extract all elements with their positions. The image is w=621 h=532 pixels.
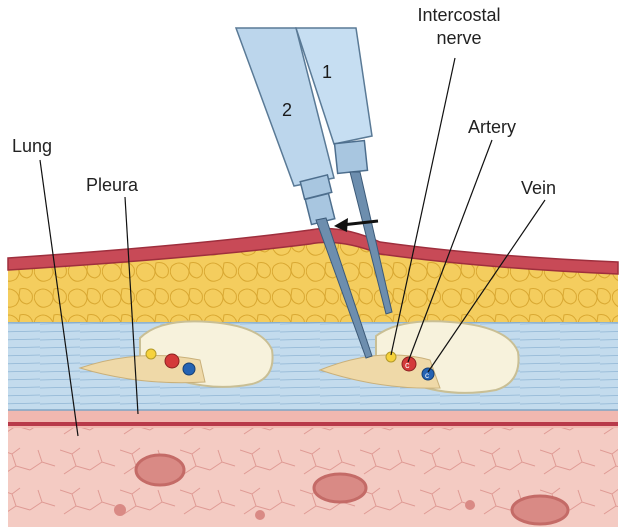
syringe-1-hub (335, 141, 368, 174)
syringe-1-number: 1 (322, 62, 332, 83)
artery-left (165, 354, 179, 368)
nerve-left (146, 349, 156, 359)
label-artery: Artery (468, 117, 516, 137)
label-intercostal-line1: Intercostal (398, 5, 520, 25)
lung-spot (465, 500, 475, 510)
lung-spot (114, 504, 126, 516)
label-intercostal-nerve: Intercostal nerve (398, 5, 520, 48)
label-lung: Lung (12, 136, 52, 156)
vein-right-mark: c (425, 371, 429, 380)
lung-alveolus (136, 455, 184, 485)
subcutaneous-fat (8, 236, 618, 322)
vein-left (183, 363, 195, 375)
lung-spot (255, 510, 265, 520)
lung-alveolus (512, 496, 568, 524)
lung-alveolus (314, 474, 366, 502)
label-intercostal-line2: nerve (398, 28, 520, 48)
artery-right-mark: c (405, 360, 410, 370)
label-vein: Vein (521, 178, 556, 198)
syringe-2-number: 2 (282, 100, 292, 121)
label-pleura: Pleura (86, 175, 138, 195)
